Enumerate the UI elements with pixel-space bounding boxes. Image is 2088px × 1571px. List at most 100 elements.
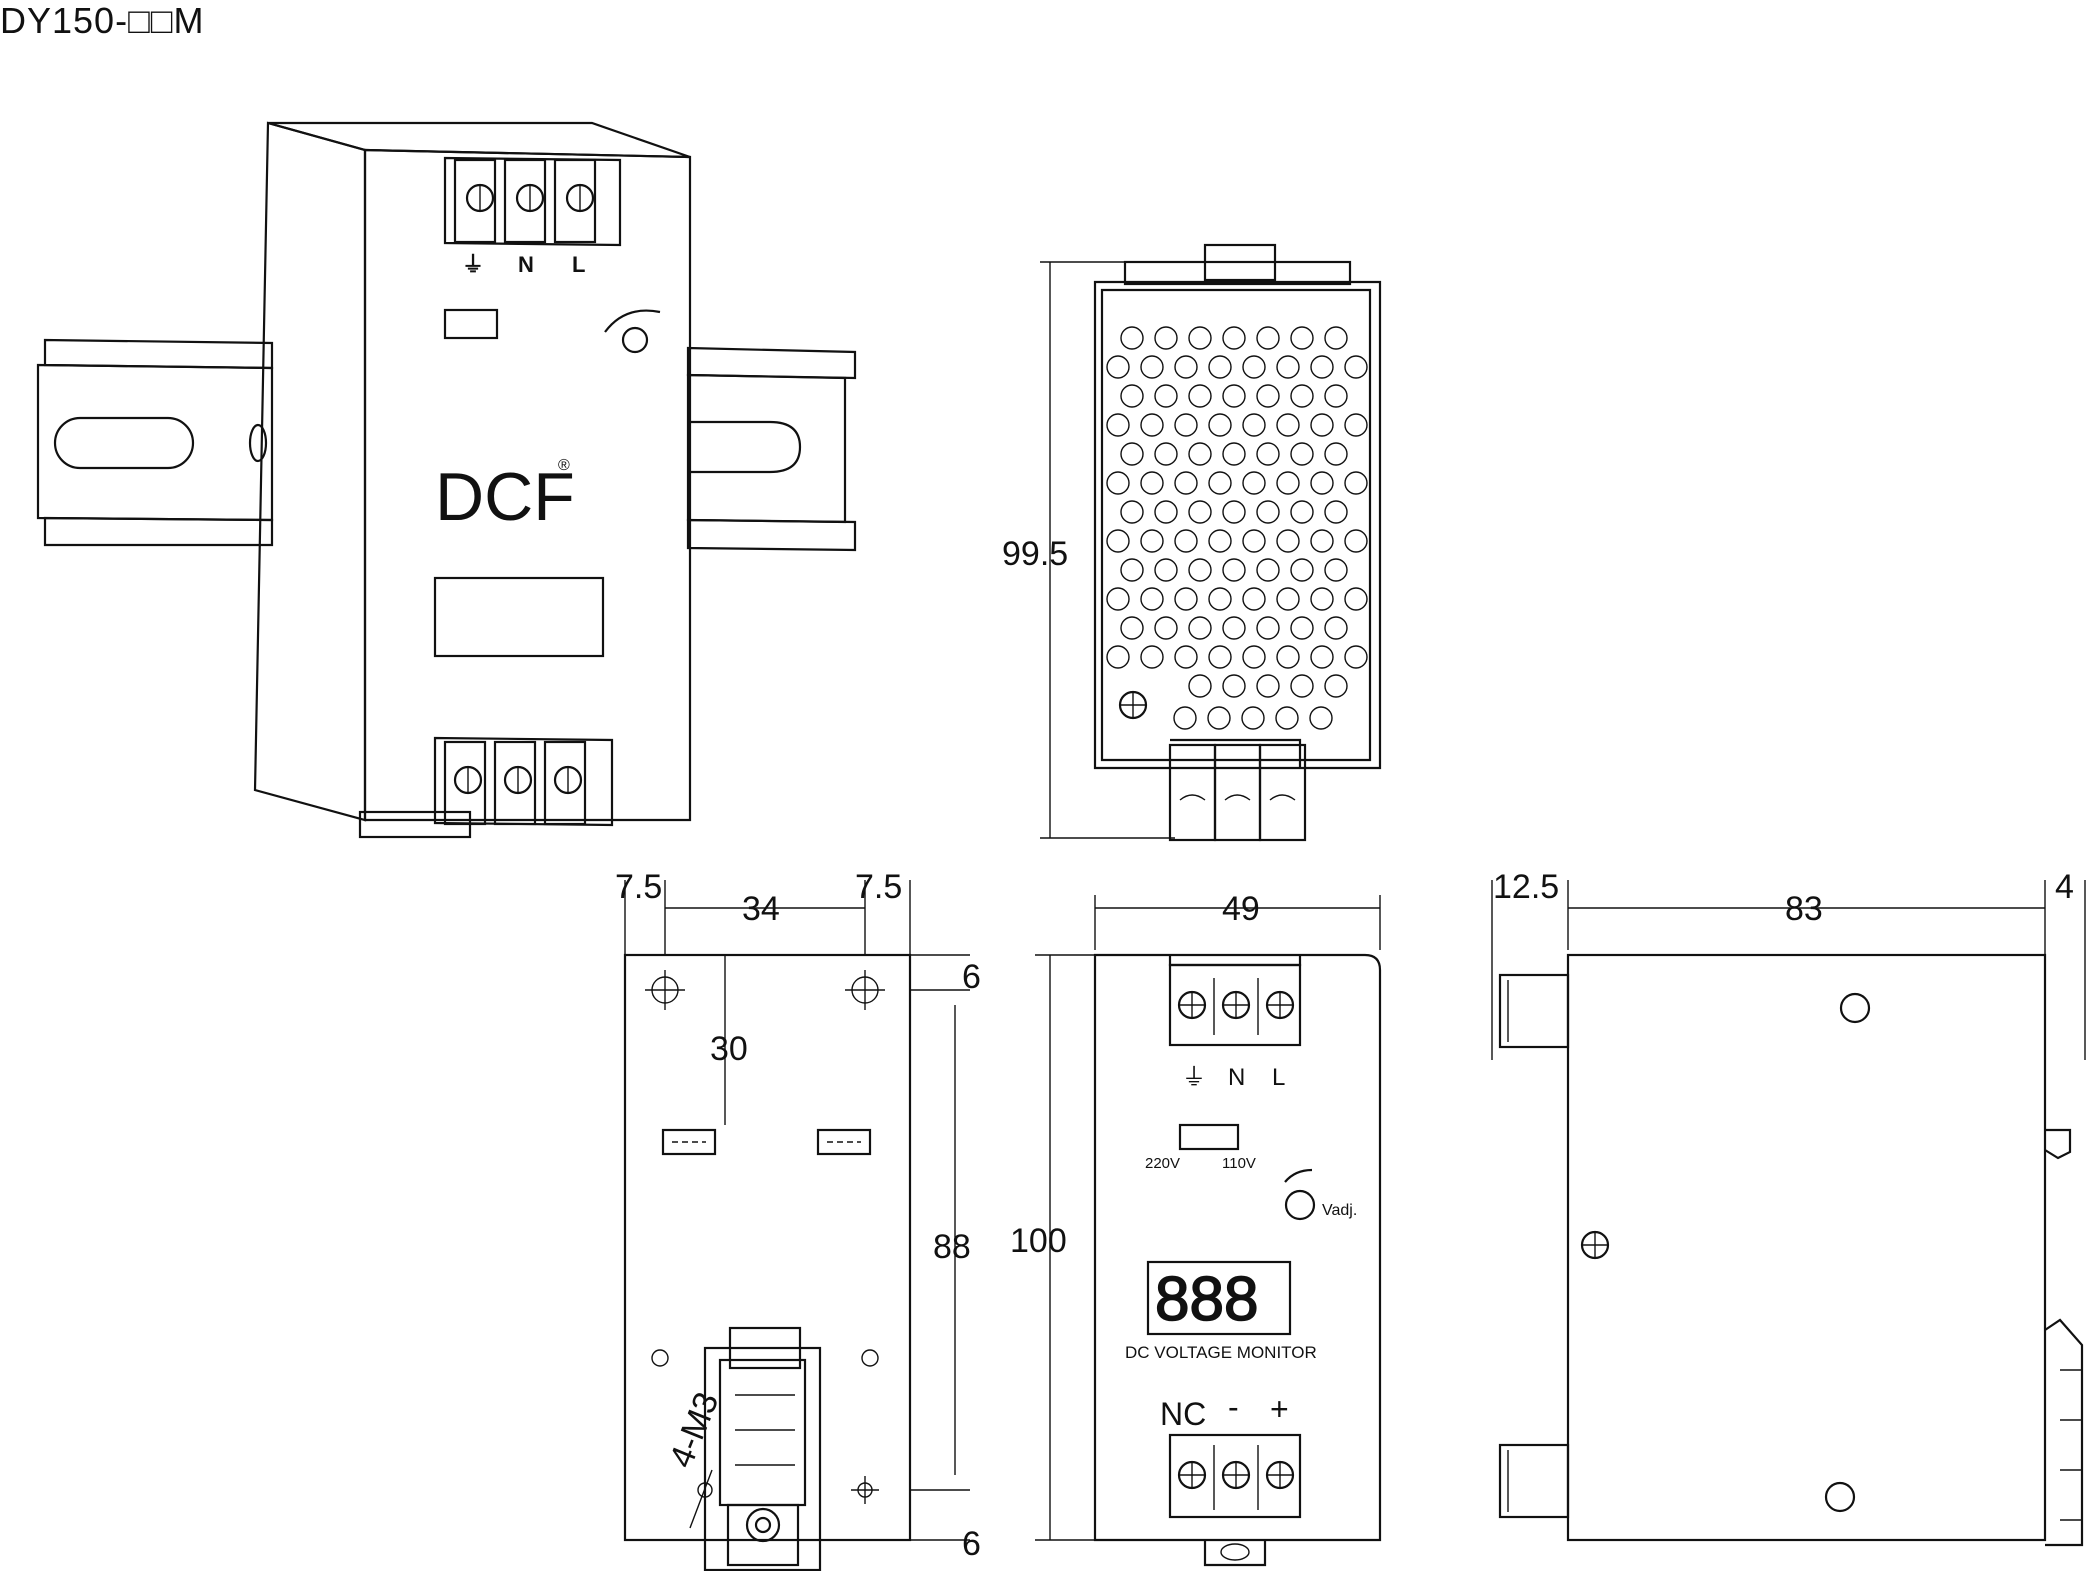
vent-hole (1276, 413, 1300, 437)
vent-hole (1290, 558, 1314, 582)
vent-hole (1276, 587, 1300, 611)
voltage-selector-switch (1178, 1123, 1240, 1151)
vent-hole (1275, 706, 1299, 730)
vent-hole (1290, 500, 1314, 524)
switch-label-220v: 220V (1145, 1155, 1180, 1172)
vadj-knob (1284, 1189, 1316, 1221)
din-clip (703, 1326, 822, 1571)
vent-hole (1154, 558, 1178, 582)
iso-display-window (433, 576, 605, 658)
vent-hole (1256, 326, 1280, 350)
vent-hole (1290, 616, 1314, 640)
front-input-n: N (1228, 1064, 1245, 1091)
vent-hole (1140, 645, 1164, 669)
vent-hole (1174, 529, 1198, 553)
vent-hole (1174, 355, 1198, 379)
vent-hole (1208, 471, 1232, 495)
side-height-dim: 99.5 (1002, 535, 1068, 573)
iso-terminal-top (453, 158, 597, 244)
front-height-dim: 100 (1010, 1222, 1067, 1260)
vent-hole (1173, 706, 1197, 730)
bottom-dim-center: 34 (742, 890, 780, 928)
output-label-nc: NC (1160, 1396, 1206, 1432)
vent-hole (1120, 616, 1144, 640)
vent-hole (1256, 384, 1280, 408)
vent-hole (1154, 442, 1178, 466)
vent-hole (1222, 442, 1246, 466)
vent-hole (1276, 645, 1300, 669)
front-view: 49 100 ⏚ N L 220V 110V Vadj. 888 DC VOLT… (1010, 890, 1382, 1567)
vent-hole (1309, 706, 1333, 730)
output-label-plus: + (1270, 1391, 1289, 1427)
vent-hole (1120, 558, 1144, 582)
vent-hole (1256, 674, 1280, 698)
isometric-view: ⏚ N L DCF ® (36, 121, 857, 839)
vent-hole (1242, 413, 1266, 437)
bottom-dim-6-bottom: 6 (962, 1525, 981, 1563)
ground-screw-symbol (1118, 690, 1148, 720)
vent-hole (1276, 529, 1300, 553)
vent-hole (1120, 384, 1144, 408)
vent-hole (1174, 587, 1198, 611)
vent-hole (1344, 471, 1368, 495)
vent-hole (1276, 355, 1300, 379)
front-input-l: L (1272, 1064, 1285, 1091)
vent-hole (1120, 500, 1144, 524)
vent-hole (1290, 674, 1314, 698)
bottom-view: 7.5 34 7.5 30 6 88 6 (615, 868, 981, 1571)
switch-label-110v: 110V (1222, 1155, 1256, 1172)
vent-hole (1154, 326, 1178, 350)
vent-hole (1310, 645, 1334, 669)
voltage-display (1146, 1260, 1292, 1336)
monitor-label: DC VOLTAGE MONITOR (1125, 1343, 1317, 1362)
iso-label-l: L (572, 252, 585, 277)
right-side-view: 12.5 83 4 (1491, 868, 2086, 1547)
vent-hole (1154, 384, 1178, 408)
vent-hole (1276, 471, 1300, 495)
vent-hole (1174, 413, 1198, 437)
side-terminal-legs (1168, 743, 1307, 842)
vent-hole (1207, 706, 1231, 730)
vent-hole (1208, 645, 1232, 669)
vent-hole (1154, 616, 1178, 640)
vent-hole (1154, 500, 1178, 524)
right-dim-left: 12.5 (1493, 868, 1559, 906)
right-din-clip (2044, 1318, 2084, 1547)
vadj-label: Vadj. (1322, 1202, 1357, 1219)
vent-hole (1324, 500, 1348, 524)
din-rail (36, 338, 857, 552)
vent-hole (1188, 674, 1212, 698)
vent-hole (1140, 587, 1164, 611)
vent-hole (1290, 442, 1314, 466)
vent-hole (1106, 645, 1130, 669)
vent-hole (1310, 355, 1334, 379)
vent-hole (1140, 413, 1164, 437)
brand-logo: DCF (435, 459, 575, 535)
vent-hole (1120, 442, 1144, 466)
vent-hole (1344, 355, 1368, 379)
vent-hole (1324, 616, 1348, 640)
vent-hole (1344, 587, 1368, 611)
vent-hole (1310, 413, 1334, 437)
right-dim-right: 4 (2055, 868, 2074, 906)
vent-hole (1188, 326, 1212, 350)
vent-hole (1310, 529, 1334, 553)
vent-hole (1188, 500, 1212, 524)
vent-hole (1222, 500, 1246, 524)
vent-hole (1310, 587, 1334, 611)
vent-hole (1106, 587, 1130, 611)
vent-hole (1256, 558, 1280, 582)
vent-hole (1256, 616, 1280, 640)
vent-hole (1208, 587, 1232, 611)
vent-hole (1208, 413, 1232, 437)
vent-hole (1290, 326, 1314, 350)
vent-hole (1188, 616, 1212, 640)
vent-hole (1241, 706, 1265, 730)
vent-hole (1174, 471, 1198, 495)
vent-hole (1290, 384, 1314, 408)
vent-hole (1256, 442, 1280, 466)
vent-hole (1222, 558, 1246, 582)
vent-hole (1106, 529, 1130, 553)
vent-hole (1324, 442, 1348, 466)
vent-hole (1188, 558, 1212, 582)
